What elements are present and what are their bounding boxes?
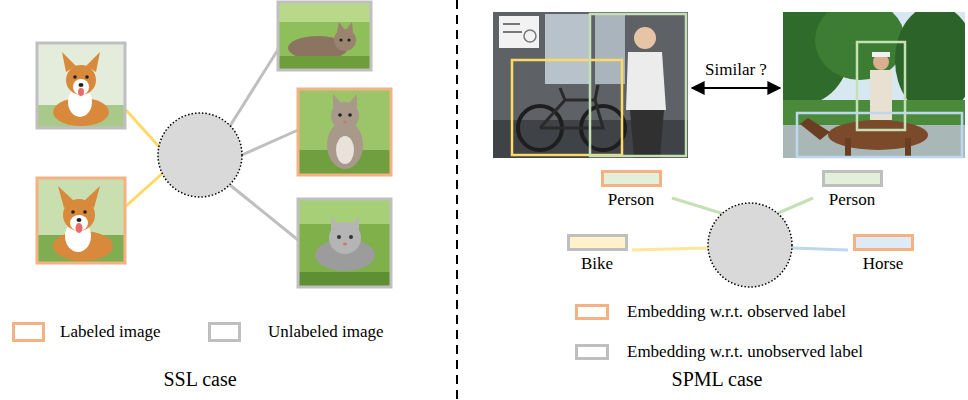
legend-text: Labeled image: [60, 322, 161, 342]
dog-image: [37, 43, 125, 128]
prototype-circle: [708, 203, 792, 287]
beach-photo: [783, 12, 965, 158]
legend-text: Embedding w.r.t. observed label: [627, 302, 846, 322]
label-text: Horse: [863, 254, 904, 274]
embedding-box: [822, 170, 883, 187]
cat-image: [298, 89, 391, 175]
bbox: [797, 113, 962, 157]
legend-swatch: [12, 322, 45, 342]
embedding-node: Bike: [567, 234, 628, 274]
embedding-node: Horse: [853, 234, 914, 274]
label-wrap: SSL case: [163, 368, 236, 391]
bbox: [590, 14, 686, 156]
prototype-circle: [158, 113, 242, 197]
bbox: [512, 60, 622, 155]
street-photo: [493, 12, 688, 158]
cat-image: [278, 2, 371, 70]
divider-line: [456, 0, 458, 400]
embedding-node: Person: [822, 170, 883, 210]
label-text: Person: [608, 190, 654, 210]
subfigure-caption: SSL case: [163, 368, 236, 391]
legend-text-wrap: Embedding w.r.t. observed label: [627, 302, 846, 322]
subfigure-caption: SPML case: [672, 368, 763, 391]
legend-text: Unlabeled image: [268, 322, 384, 342]
legend-swatch: [575, 304, 609, 320]
bbox: [857, 42, 905, 130]
embedding-node: Person: [601, 170, 662, 210]
label-text: Person: [829, 190, 875, 210]
ssl-links: [126, 48, 298, 240]
embedding-box: [567, 234, 628, 251]
cat-image: [298, 199, 391, 287]
label-text: Bike: [581, 254, 613, 274]
legend-swatch: [208, 322, 241, 342]
legend-text: Embedding w.r.t. unobserved label: [627, 342, 863, 362]
legend-swatch: [575, 344, 609, 360]
dog-image: [37, 178, 125, 263]
legend-text-wrap: Unlabeled image: [268, 322, 384, 342]
label-wrap: Similar ?: [705, 60, 767, 80]
similarity-arrow: [692, 87, 780, 89]
label-wrap: SPML case: [672, 368, 763, 391]
legend-text-wrap: Embedding w.r.t. unobserved label: [627, 342, 863, 362]
embedding-box: [853, 234, 914, 251]
similarity-label: Similar ?: [705, 60, 767, 80]
embedding-box: [601, 170, 662, 187]
legend-text-wrap: Labeled image: [60, 322, 161, 342]
